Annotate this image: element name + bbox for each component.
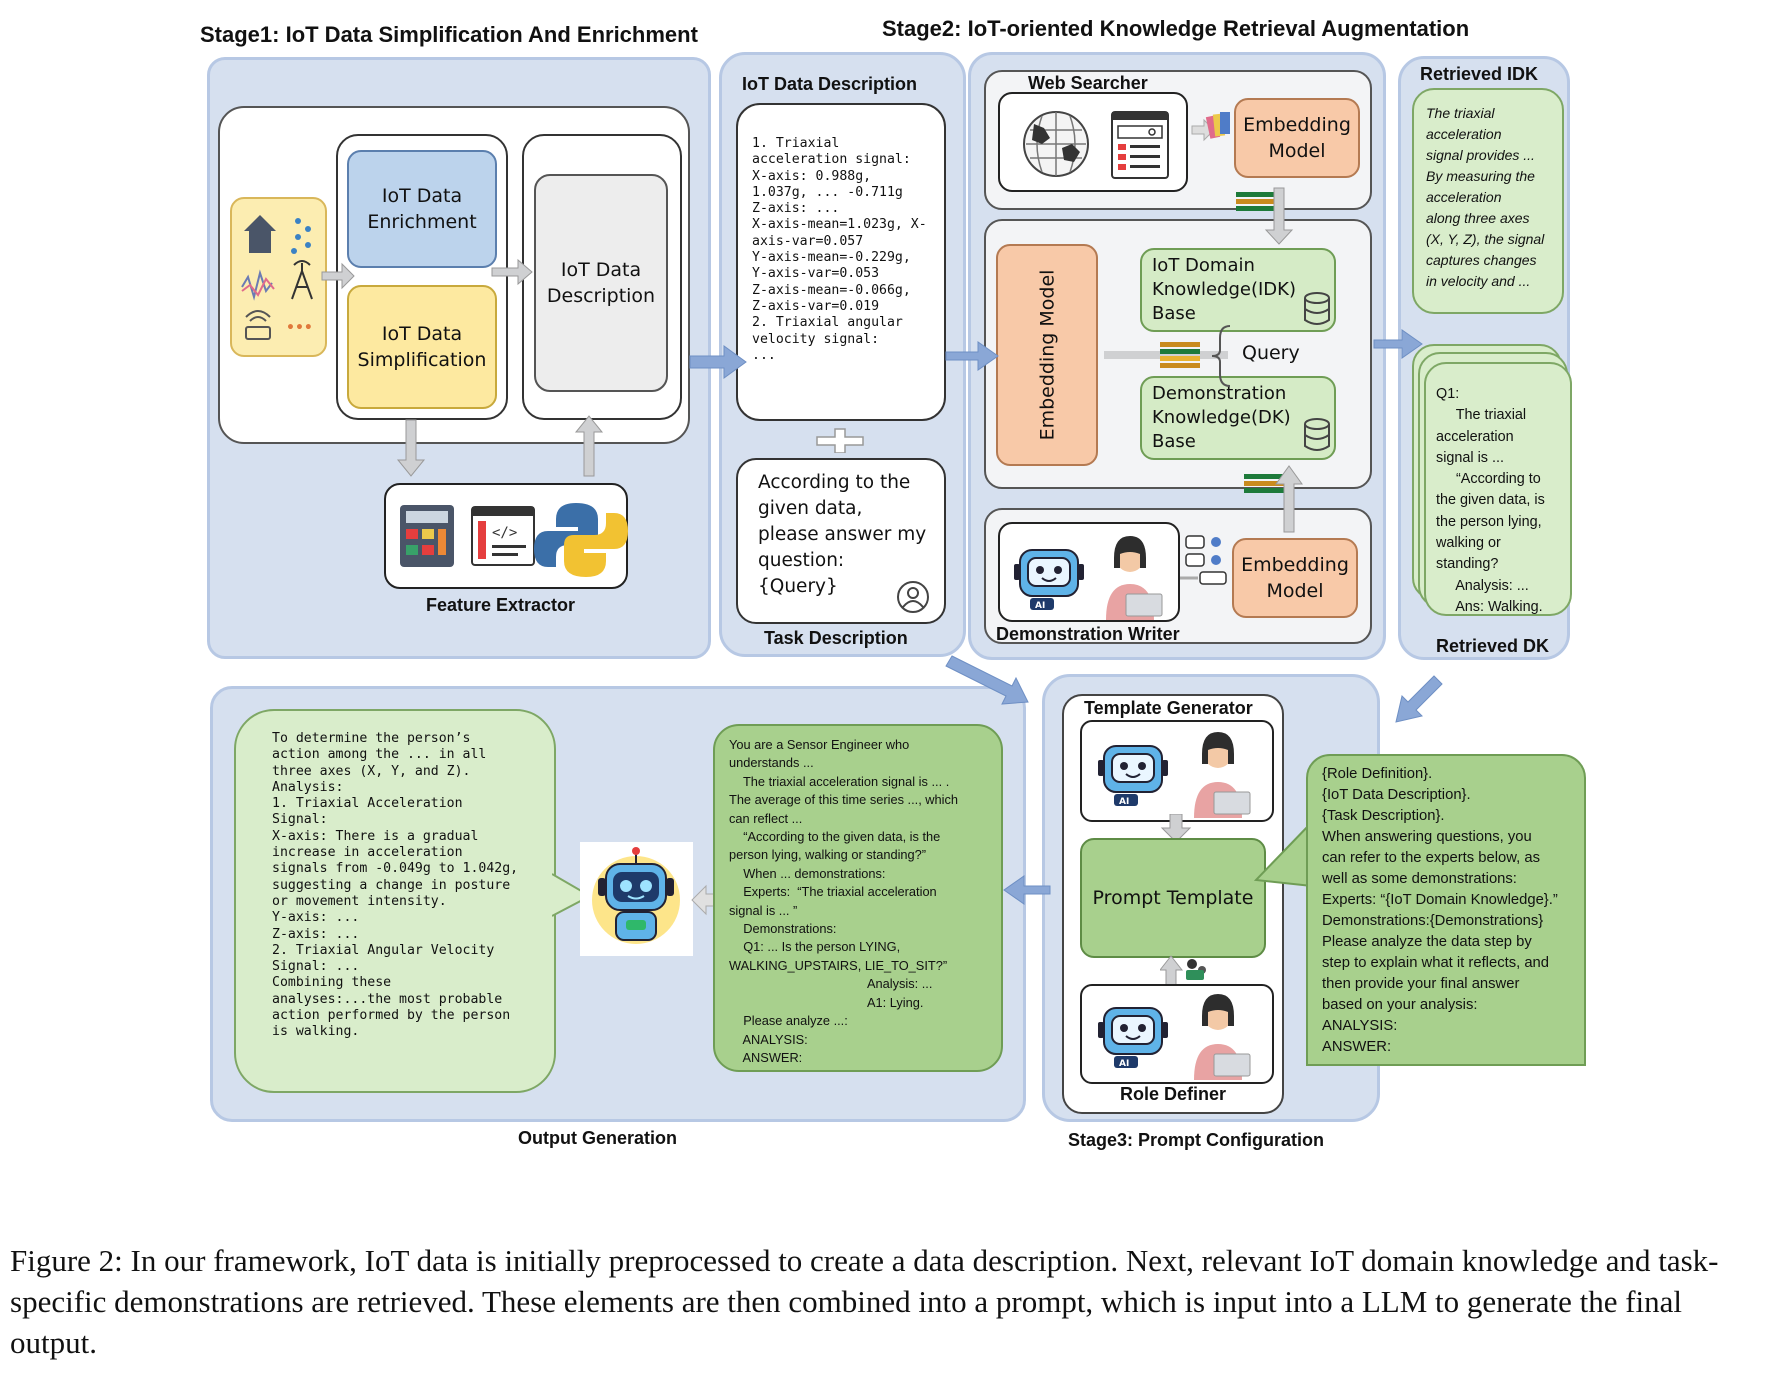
waveform-icon xyxy=(241,269,275,301)
smart-home-icon xyxy=(244,215,276,253)
web-embedding-model-label: Embedding Model xyxy=(1243,114,1351,162)
idk-database-icon xyxy=(1302,292,1332,328)
llm-output-text: To determine the person’s action among t… xyxy=(272,731,519,1040)
chat-logs-icon xyxy=(1180,532,1232,588)
definer-to-template-arrow xyxy=(1160,955,1206,988)
embedding-vector-icon xyxy=(1160,342,1200,368)
demonstration-writer-box: AI xyxy=(998,522,1180,622)
prompt-template-box: Prompt Template xyxy=(1080,838,1266,958)
demo-embedding-model-label: Embedding Model xyxy=(1241,554,1349,602)
prompt-template-label: Prompt Template xyxy=(1092,887,1254,909)
demonstration-writer-label: Demonstration Writer xyxy=(996,624,1180,644)
retrieved-to-stage3-arrow xyxy=(1395,675,1443,723)
task-description-card: According to the given data, please answ… xyxy=(736,458,946,624)
web-searcher-box xyxy=(998,92,1188,192)
retrieved-idk-text: The triaxial acceleration signal provide… xyxy=(1426,105,1545,289)
retrieved-idk-card: The triaxial acceleration signal provide… xyxy=(1412,88,1564,314)
stage2-title: Stage2: IoT-oriented Knowledge Retrieval… xyxy=(882,16,1470,41)
user-icon xyxy=(896,580,930,614)
more-sensors-icon: ••• xyxy=(286,320,313,336)
iot-data-description-title: IoT Data Description xyxy=(742,74,918,94)
template-generator-box: AI xyxy=(1080,720,1274,822)
vertical-embedding-model-box: Embedding Model xyxy=(996,244,1098,466)
role-mini-icons xyxy=(1186,959,1206,980)
retrieved-dk-card: Q1: The triaxial acceleration signal is … xyxy=(1424,362,1572,616)
signal-dots-icon xyxy=(291,218,311,254)
documents-stack-icon xyxy=(1190,104,1234,148)
llm-output-bubble: To determine the person’s action among t… xyxy=(234,709,556,1093)
iot-data-description-box: IoT Data Description xyxy=(534,174,668,392)
template-person-icon xyxy=(1194,732,1251,818)
sensor-icons-group xyxy=(230,197,327,357)
demo-embedding-model-box: Embedding Model xyxy=(1232,538,1358,618)
code-window-icon: </> xyxy=(471,506,535,566)
role-definer-box: AI xyxy=(1080,984,1274,1084)
template-text: {Role Definition}. {IoT Data Description… xyxy=(1322,766,1558,1055)
retrieved-dk-text: Q1: The triaxial acceleration signal is … xyxy=(1436,386,1545,615)
role-person-icon xyxy=(1194,994,1251,1080)
figure-caption: Figure 2: In our framework, IoT data is … xyxy=(10,1243,1719,1360)
svg-text:AI: AI xyxy=(1035,601,1045,611)
dk-base-box: Demonstration Knowledge(DK) Base xyxy=(1140,376,1336,460)
wifi-router-icon xyxy=(245,310,271,340)
iot-data-enrichment-label: IoT Data Enrichment xyxy=(367,185,477,233)
svg-text:AI: AI xyxy=(1119,1059,1129,1069)
template-card-pointer xyxy=(1254,820,1314,888)
svg-text:AI: AI xyxy=(1119,797,1129,807)
retrieved-idk-title: Retrieved IDK xyxy=(1420,64,1539,84)
template-text-card: {Role Definition}. {IoT Data Description… xyxy=(1306,754,1586,1066)
iot-data-simplification-label: IoT Data Simplification xyxy=(357,323,487,371)
antenna-tower-icon xyxy=(291,260,313,300)
stage3-label: Stage3: Prompt Configuration xyxy=(1068,1130,1324,1150)
retrieved-dk-title: Retrieved DK xyxy=(1436,636,1550,656)
web-page-icon xyxy=(1111,111,1169,179)
output-generation-label: Output Generation xyxy=(518,1128,677,1148)
iot-data-description-text: 1. Triaxial acceleration signal: X-axis:… xyxy=(752,136,927,363)
final-prompt-card: You are a Sensor Engineer who understand… xyxy=(713,724,1003,1072)
idk-base-box: IoT Domain Knowledge(IDK) Base xyxy=(1140,248,1336,332)
final-prompt-text: You are a Sensor Engineer who understand… xyxy=(729,737,959,1065)
person-with-laptop-icon xyxy=(1106,536,1163,620)
web-embedding-model-box: Embedding Model xyxy=(1234,98,1360,178)
dk-base-label: Demonstration Knowledge(DK) Base xyxy=(1152,383,1291,452)
stage1-title: Stage1: IoT Data Simplification And Enri… xyxy=(200,22,698,47)
template-ai-robot-icon: AI xyxy=(1098,745,1168,807)
idk-base-label: IoT Domain Knowledge(IDK) Base xyxy=(1152,255,1296,324)
feature-extractor-label: Feature Extractor xyxy=(426,595,576,615)
svg-text:</>: </> xyxy=(492,525,517,541)
iot-data-simplification-box: IoT Data Simplification xyxy=(347,285,497,409)
role-definer-label: Role Definer xyxy=(1120,1084,1227,1104)
web-to-kb-arrow xyxy=(1236,187,1294,245)
demo-to-kb-arrow xyxy=(1244,465,1303,533)
ai-robot-icon: AI xyxy=(1014,549,1084,611)
dk-database-icon xyxy=(1302,418,1332,454)
python-logo-icon xyxy=(534,503,628,577)
iot-data-description-card: 1. Triaxial acceleration signal: X-axis:… xyxy=(736,103,946,421)
template-generator-label: Template Generator xyxy=(1084,698,1253,718)
feature-extractor-box: </> xyxy=(384,483,628,589)
query-connector xyxy=(1104,325,1231,387)
llm-robot-icon xyxy=(580,842,693,956)
task-description-label: Task Description xyxy=(764,628,908,648)
iot-data-enrichment-box: IoT Data Enrichment xyxy=(347,150,497,268)
plus-icon xyxy=(815,427,865,454)
generator-to-template-arrow xyxy=(1160,814,1192,843)
task-description-text: According to the given data, please answ… xyxy=(758,472,927,597)
role-ai-robot-icon: AI xyxy=(1098,1007,1168,1069)
web-searcher-label: Web Searcher xyxy=(1028,73,1148,93)
query-label: Query xyxy=(1242,342,1300,364)
vertical-embedding-model-label: Embedding Model xyxy=(1036,269,1059,441)
iot-data-description-box-label: IoT Data Description xyxy=(546,259,656,307)
calculator-icon xyxy=(400,505,454,567)
wikipedia-globe-icon xyxy=(1023,111,1089,177)
